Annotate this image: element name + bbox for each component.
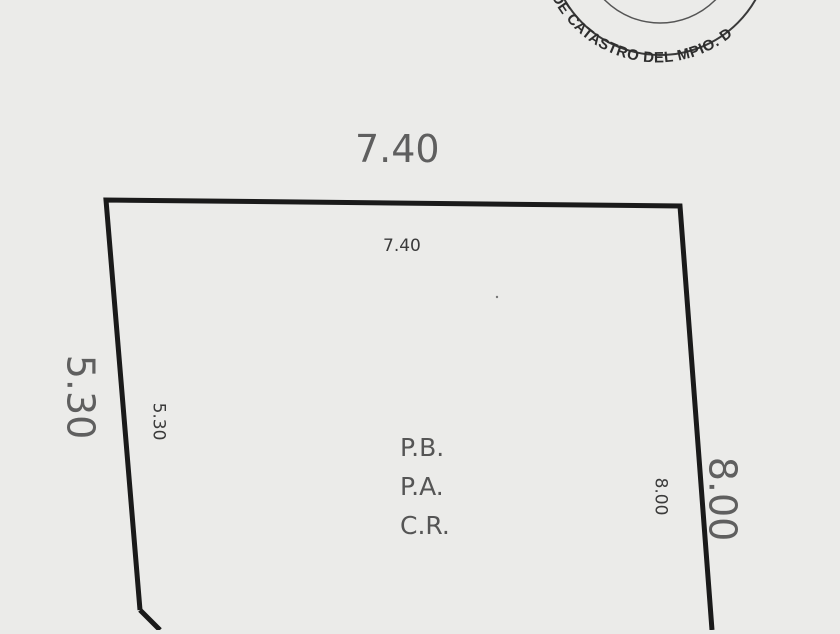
level-designations: P.B. P.A. C.R. [400,428,470,545]
lot-boundary-corner [138,608,162,632]
inner-dimension-left: 5.30 [148,402,169,441]
paper-speck [495,295,499,299]
level-pa: P.A. [400,472,444,501]
stamp-outer-ring [563,0,757,56]
level-pb: P.B. [400,433,445,462]
stamp-inner-ring [603,0,717,24]
lot-boundary [103,197,715,631]
outer-dimension-top: 7.40 [355,127,440,171]
outer-dimension-right: 8.00 [700,456,745,542]
inner-dimension-right: 8.00 [650,477,671,516]
outer-dimension-left: 5.30 [58,354,103,440]
inner-dimension-top: 7.40 [383,236,421,256]
level-cr: C.R. [400,511,450,540]
